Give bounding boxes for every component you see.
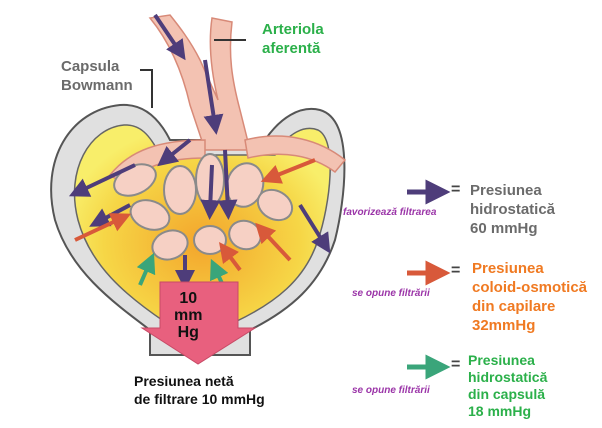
legend-equals-1: = — [451, 181, 461, 198]
capsule-leader-line — [140, 69, 153, 108]
legend-equals-3: = — [451, 356, 461, 373]
arrow-value-label: 10 mm Hg — [174, 290, 203, 341]
legend-capsule-text: Presiunea hidrostatică din capsulă 18 mm… — [468, 352, 548, 419]
legend-note-favors: favorizează filtrarea — [343, 207, 437, 218]
legend-note-opposes-1: se opune filtrării — [352, 288, 430, 299]
hydrostatic-arrows — [68, 13, 331, 290]
colloid-osmotic-arrows — [74, 158, 316, 272]
net-filtration-arrow — [140, 281, 257, 365]
legend-hydrostatic-text: Presiunea hidrostatică 60 mmHg — [470, 182, 556, 237]
legend-note-opposes-2: se opune filtrării — [352, 385, 430, 396]
capsule-label: Capsula Bowmann — [61, 58, 133, 94]
arteriole-label: Arteriola aferentă — [262, 21, 324, 57]
net-pressure-label: Presiunea netă de filtrare 10 mmHg — [134, 373, 265, 407]
legend-colloid-text: Presiunea coloid-osmotică din capilare 3… — [472, 260, 588, 334]
legend-arrows — [407, 179, 451, 380]
legend-equals-2: = — [451, 262, 461, 279]
